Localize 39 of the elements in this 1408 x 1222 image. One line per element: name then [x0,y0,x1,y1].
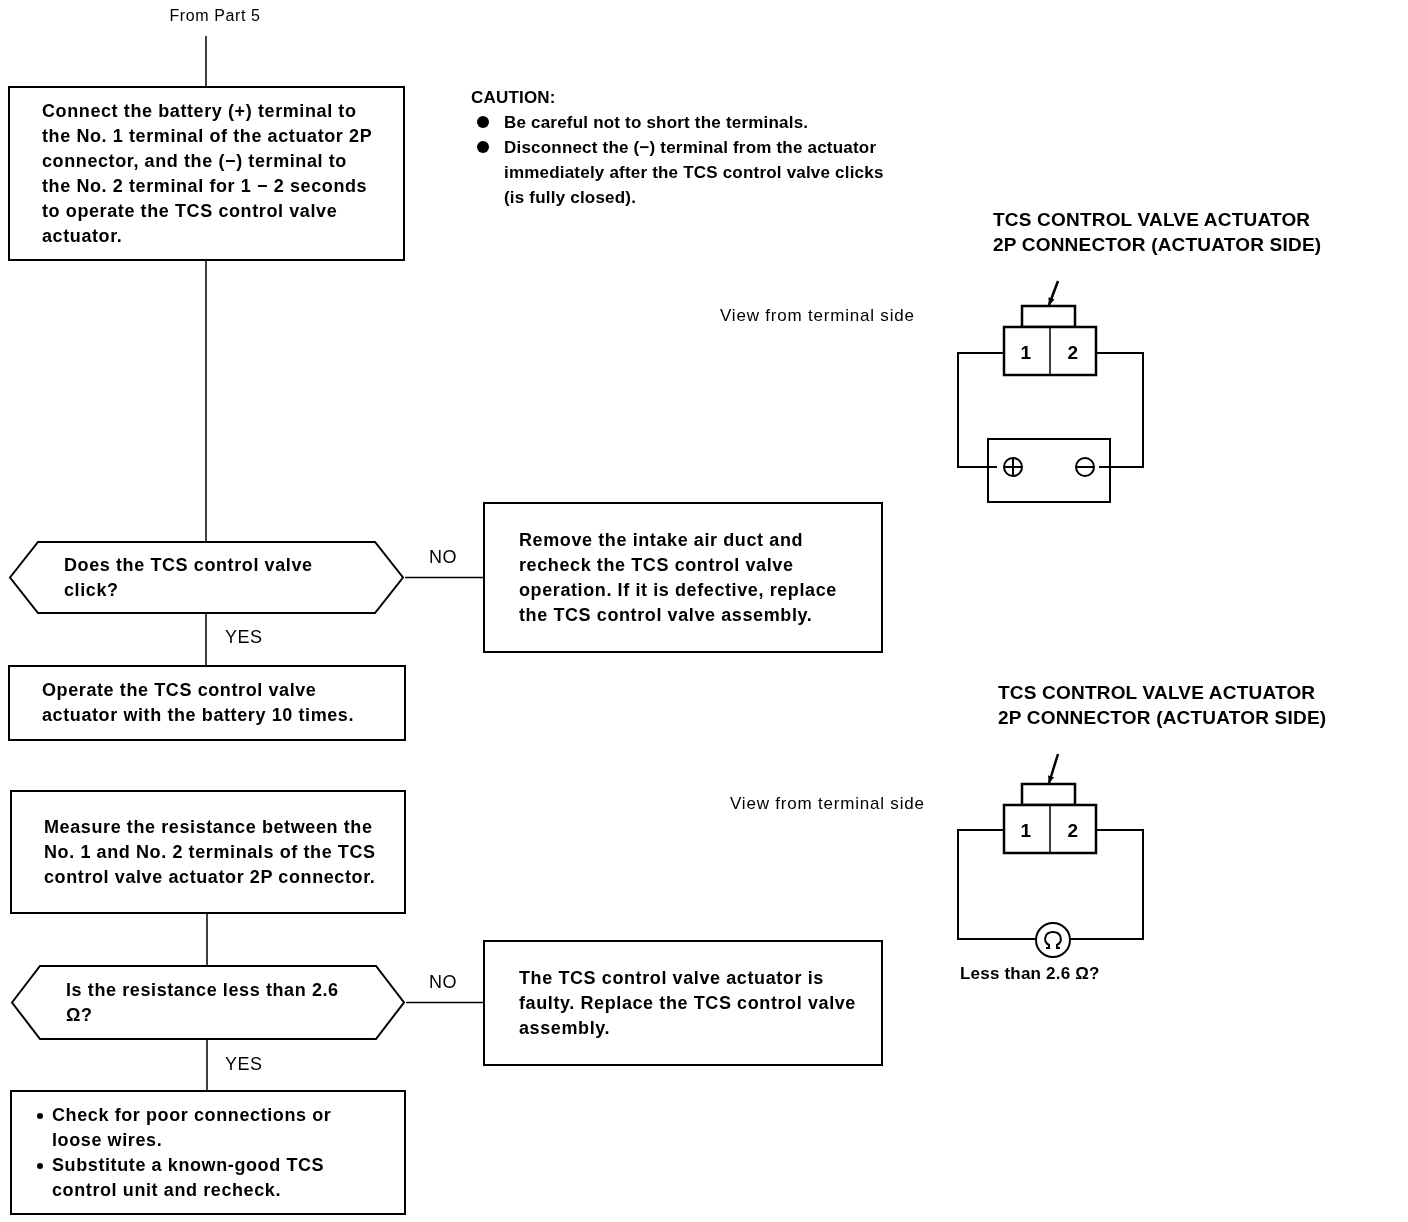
flow-line [205,35,207,87]
step-text: Is the resistance less than 2.6 Ω? [66,978,340,1027]
flow-line [206,913,208,966]
flow-line [205,613,207,666]
flow-line [206,1039,208,1091]
view-note: View from terminal side [730,793,926,815]
terminal-number: 1 [1019,819,1033,843]
step-text: Connect the battery (+) terminal to the No. 1 terminal of the actuator 2P connector, and the (−) terminal to the No. 2 terminal for 1 − 2 seconds to operate the TCS control valve actuator. [42,99,373,248]
caution-note: Disconnect the (−) terminal from the actuator immediately after the TCS control valve clicks (is fully closed). [504,137,885,209]
action-box [10,1090,406,1215]
connector-housing [1003,305,1097,376]
step-text: Substitute a known-good TCS control unit and recheck. [52,1153,326,1202]
process-box [10,790,406,914]
step-text: From Part 5 [168,5,262,26]
caution-note: Be careful not to short the terminals. [504,112,810,134]
step-text: Does the TCS control valve click? [64,553,314,602]
step-text: Remove the intake air duct and recheck the TCS control valve operation. If it is defective, replace the TCS control valve assembly. [519,528,838,627]
process-box [483,502,883,653]
step-text: The TCS control valve actuator is faulty. Replace the TCS control valve assembly. [519,966,857,1040]
connector-title: TCS CONTROL VALVE ACTUATOR 2P CONNECTOR (ACTUATOR SIDE) [998,681,1328,730]
flow-line [405,1001,484,1004]
flow-line [205,260,207,542]
note-text: CAUTION: [471,87,557,109]
connector-housing [1003,783,1097,854]
connector-title: TCS CONTROL VALVE ACTUATOR 2P CONNECTOR (ACTUATOR SIDE) [993,208,1323,257]
note-text: Less than 2.6 Ω? [960,963,1101,985]
step-text: Measure the resistance between the No. 1 and No. 2 terminals of the TCS control valve actuator 2P connector. [44,815,377,889]
terminal-number: 1 [1019,341,1033,365]
process-box [8,86,405,261]
leader-arrow [1047,280,1060,306]
flow-line [404,576,484,579]
view-note: View from terminal side [720,305,916,327]
process-box [483,940,883,1066]
step-text: Check for poor connections or loose wires. [52,1103,333,1152]
process-box [8,665,406,741]
leader-arrow [1047,753,1060,784]
terminal-number: 2 [1066,341,1080,365]
step-text: Operate the TCS control valve actuator with the battery 10 times. [42,679,356,727]
terminal-number: 2 [1066,819,1080,843]
